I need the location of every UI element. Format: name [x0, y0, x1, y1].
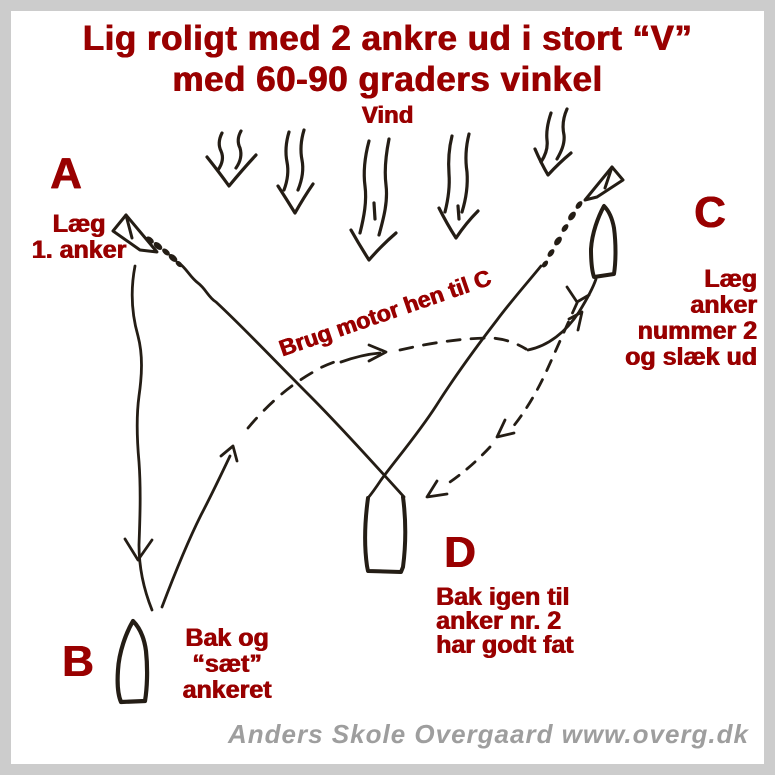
boat-at-b [115, 618, 150, 705]
station-a-note: Læg 1. anker [12, 211, 146, 263]
station-b-note: Bak og “sæt” ankeret [162, 625, 292, 703]
anchor-2-chain [541, 201, 583, 268]
wind-arrow-5 [533, 107, 573, 177]
station-letter-c: C [694, 188, 726, 237]
page-title: Lig roligt med 2 ankre ud i stort “V” me… [0, 18, 775, 100]
station-a-note-line: 1. anker [31, 236, 127, 264]
station-d-note-line: Bak igen til [436, 583, 570, 611]
station-c-note-line: Læg [704, 265, 757, 293]
station-b-note-line: “sæt” [192, 650, 262, 678]
title-line-2: med 60-90 graders vinkel [172, 60, 603, 99]
station-letter-b: B [62, 637, 94, 686]
credit-line: Anders Skole Overgaard www.overg.dk [228, 719, 749, 749]
station-b-note-line: Bak og [185, 624, 269, 652]
station-letter-d: D [444, 528, 476, 577]
station-c-note-line: og slæk ud [625, 343, 757, 371]
title-line-1: Lig roligt med 2 ankre ud i stort “V” [82, 19, 693, 58]
station-c-note-line: nummer 2 [637, 317, 757, 345]
anchor-1-icon [111, 213, 159, 254]
boat-at-d [363, 495, 408, 574]
wind-arrow-2 [276, 128, 315, 215]
wind-label: Vind [361, 102, 414, 129]
station-c-note: Læg anker nummer 2 og slæk ud [547, 266, 757, 370]
station-b-note-line: ankeret [182, 676, 272, 704]
rope-anchor2-to-d [366, 264, 543, 500]
reverse-path-c-to-d [425, 285, 591, 499]
wind-arrow-4 [437, 132, 480, 240]
station-c-note-line: anker [690, 291, 757, 319]
station-letter-a: A [50, 149, 82, 198]
rope-anchor1-to-b [123, 264, 154, 612]
motor-path-b-to-c [160, 277, 598, 609]
anchor-1-chain [146, 236, 183, 268]
station-d-note-line: har godt fat [436, 631, 574, 659]
boat-at-c [589, 204, 618, 279]
wind-arrow-1 [205, 129, 258, 188]
station-d-note: Bak igen til anker nr. 2 har godt fat [436, 583, 656, 659]
station-d-note-line: anker nr. 2 [436, 607, 562, 635]
anchor-2-icon [583, 165, 625, 202]
rope-anchor1-to-d [177, 261, 406, 499]
station-a-note-line: Læg [52, 210, 106, 238]
wind-arrow-3 [349, 137, 398, 262]
